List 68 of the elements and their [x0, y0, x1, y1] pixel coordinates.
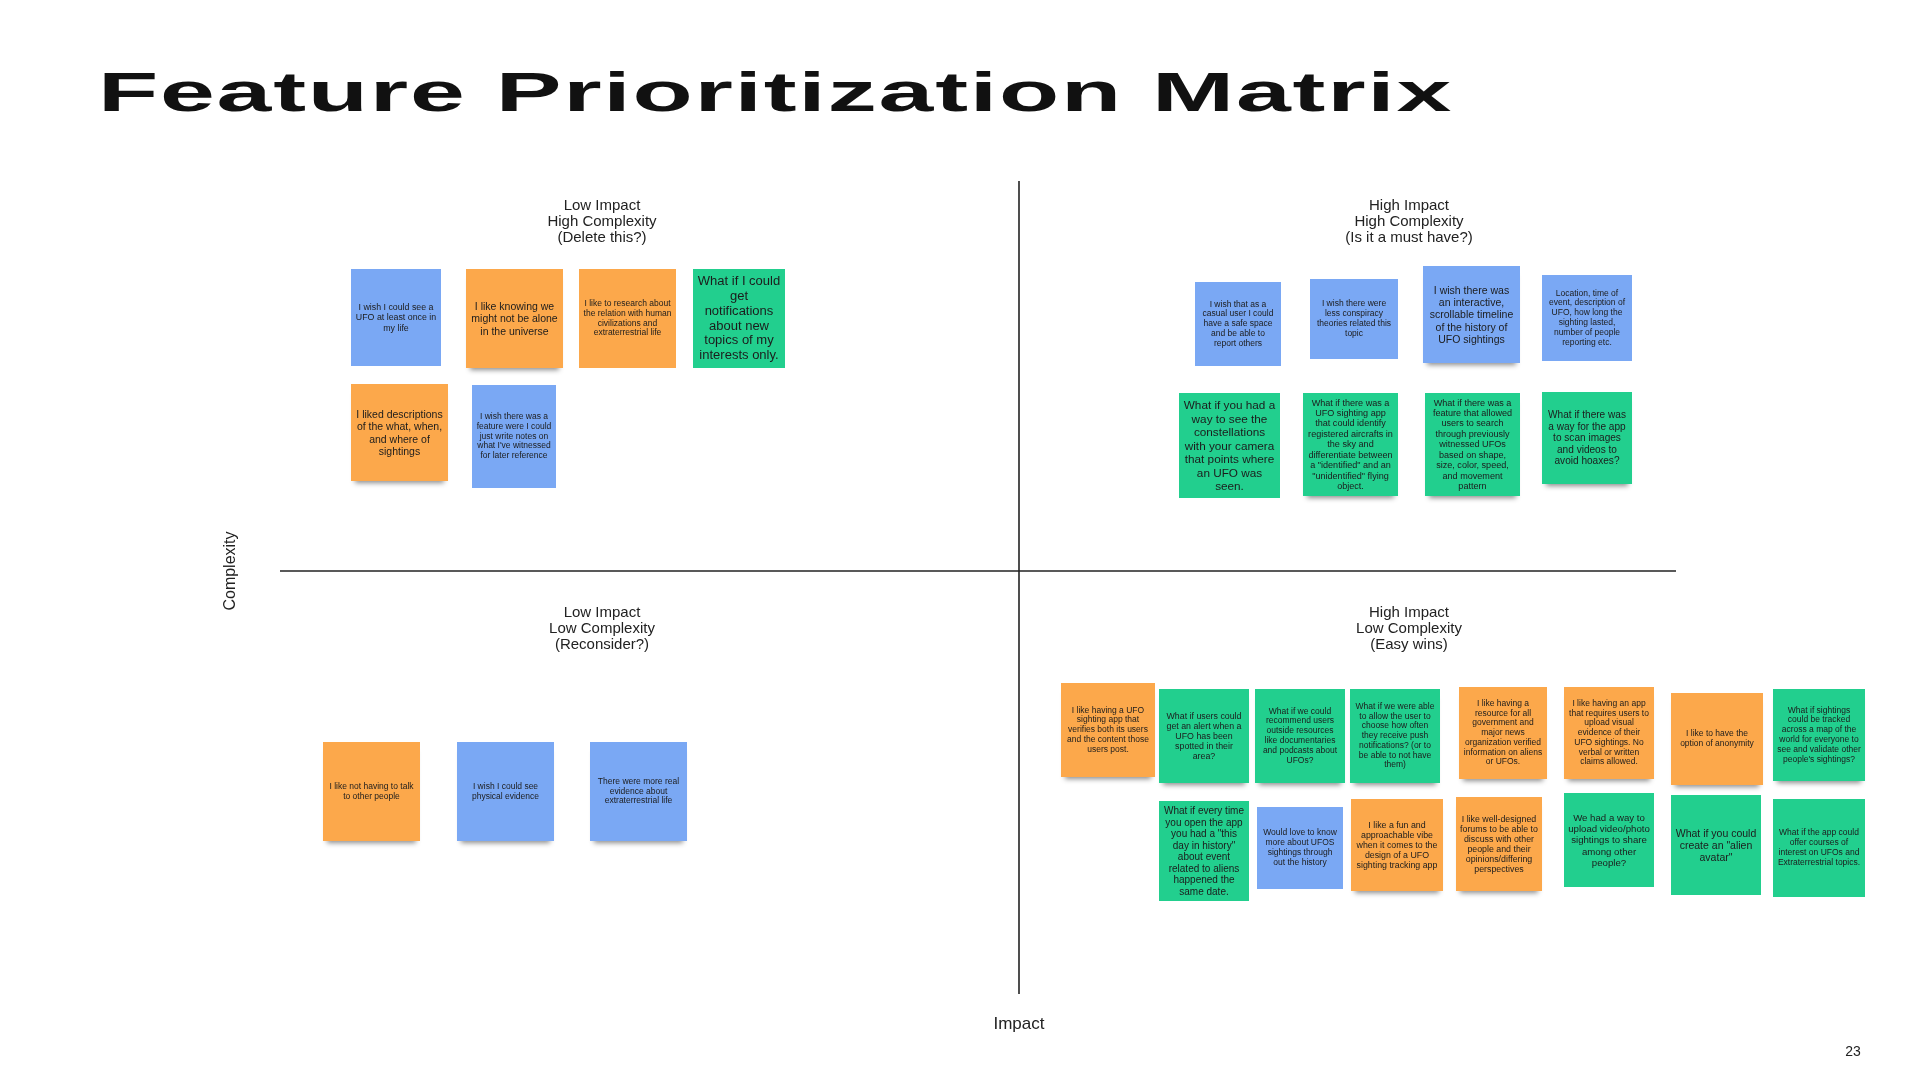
note-text: I wish there was a feature were I could just write notes on what I've witnessed for later reference	[476, 412, 552, 461]
note-text: There were more real evidence about extraterrestrial life	[596, 776, 681, 807]
slide-title: Feature Prioritization Matrix	[98, 64, 1454, 120]
sticky-note	[1159, 689, 1249, 783]
note-text: What if sightings could be tracked across a map of the world for everyone to see and validate other people's sightings?	[1777, 705, 1861, 765]
note-text: Would love to know more about UFOS sightings through out the history	[1262, 828, 1338, 868]
note-text: I like a fun and approachable vibe when it comes to the design of a UFO sighting tracking app	[1355, 819, 1439, 871]
quadrant-heading: High Impact High Complexity (Is it a must have?)	[1345, 197, 1473, 245]
note-text: I wish I could see physical evidence	[470, 781, 541, 802]
sticky-note	[1773, 689, 1865, 781]
note-text: I wish there was an interactive, scrollable timeline of the history of UFO sightings	[1428, 284, 1515, 345]
sticky-note	[466, 269, 563, 368]
note-text: I like not having to talk to other people	[328, 781, 415, 802]
note-text: What if users could get an alert when a UFO has been spotted in their area?	[1165, 710, 1243, 762]
sticky-note	[1310, 279, 1398, 359]
note-text: What if you could create an "alien avatar"	[1675, 826, 1757, 864]
note-text: What if every time you open the app you had a "this day in history" about event related to aliens happened the same date.	[1163, 805, 1245, 897]
sticky-note	[1564, 793, 1654, 887]
note-text: What if we were able to allow the user to choose how often they receive push notifications? (or to be able to not have them)	[1354, 701, 1436, 771]
sticky-note	[1061, 683, 1155, 777]
sticky-note	[457, 742, 554, 841]
axis-label: Impact	[993, 1014, 1045, 1034]
sticky-note	[351, 269, 441, 366]
sticky-note	[472, 385, 556, 488]
sticky-note	[1423, 266, 1520, 363]
note-text: I wish that as a casual user I could have a safe space and be able to report others	[1201, 299, 1275, 349]
note-text: I like having an app that requires users to upload visual evidence of their UFO sightings. No verbal or written claims allowed.	[1568, 698, 1650, 768]
sticky-note	[1542, 392, 1632, 484]
sticky-note	[1671, 795, 1761, 895]
note-text: What if the app could offer courses of interest on UFOs and Extraterrestrial topics.	[1777, 828, 1861, 868]
note-text: What if we could recommend users outside resources like documentaries and podcasts about UFOs?	[1261, 706, 1339, 766]
sticky-note	[1773, 799, 1865, 897]
quadrant-heading: Low Impact High Complexity (Delete this?)	[547, 197, 657, 245]
sticky-note	[1459, 687, 1547, 779]
note-text: I like to research about the relation with human civilizations and extraterrestrial life	[583, 298, 672, 339]
note-text: What if you had a way to see the constellations with your camera that points where an UFO was seen.	[1183, 398, 1276, 493]
sticky-note	[1542, 275, 1632, 361]
note-text: I like to have the option of anonymity	[1679, 729, 1755, 749]
sticky-note	[1351, 799, 1443, 891]
note-text: What if there was a feature that allowed users to search through previously witnessed UFOs based on shape, size, color, speed, and movement pattern	[1431, 397, 1514, 492]
sticky-note	[579, 269, 676, 368]
quadrant-heading: Low Impact Low Complexity (Reconsider?)	[549, 604, 655, 652]
note-text: I like knowing we might not be alone in the universe	[470, 300, 559, 337]
note-text: I wish I could see a UFO at least once in my life	[355, 302, 437, 333]
note-text: What if there was a UFO sighting app that could identify registered aircrafts in the sky and differentiate between a "identified" and an "unidentified" flying object.	[1307, 397, 1394, 492]
note-text: What if I could get notifications about new topics of my interests only.	[697, 273, 781, 364]
note-text: I like having a resource for all government and major news organization verified information on aliens or UFOs.	[1463, 698, 1543, 768]
note-text: I liked descriptions of the what, when, and where of sightings	[355, 408, 444, 457]
sticky-note	[1456, 797, 1542, 891]
note-text: I wish there were less conspiracy theories related this topic	[1315, 299, 1393, 339]
sticky-note	[1564, 687, 1654, 779]
note-text: I like having a UFO sighting app that verifies both its users and the content those users post.	[1066, 705, 1150, 755]
page-number: 23	[1845, 1043, 1861, 1059]
sticky-note	[323, 742, 420, 841]
note-text: We had a way to upload video/photo sightings to share among other people?	[1568, 812, 1650, 868]
sticky-note	[590, 742, 687, 841]
sticky-note	[1255, 689, 1345, 783]
sticky-note	[1195, 282, 1281, 366]
sticky-note	[351, 384, 448, 481]
note-text: I like well-designed forums to be able to discuss with other people and their opinions/differing perspectives	[1460, 813, 1538, 875]
note-text: Location, time of event, description of UFO, how long the sighting lasted, number of people reporting etc.	[1547, 288, 1627, 348]
note-text: What if there was a way for the app to scan images and videos to avoid hoaxes?	[1547, 409, 1627, 467]
sticky-note	[1350, 689, 1440, 783]
sticky-note	[1257, 807, 1343, 889]
sticky-note	[1425, 393, 1520, 496]
quadrant-heading: High Impact Low Complexity (Easy wins)	[1356, 604, 1462, 652]
sticky-note	[1671, 693, 1763, 785]
axis-label: Complexity	[221, 531, 239, 611]
